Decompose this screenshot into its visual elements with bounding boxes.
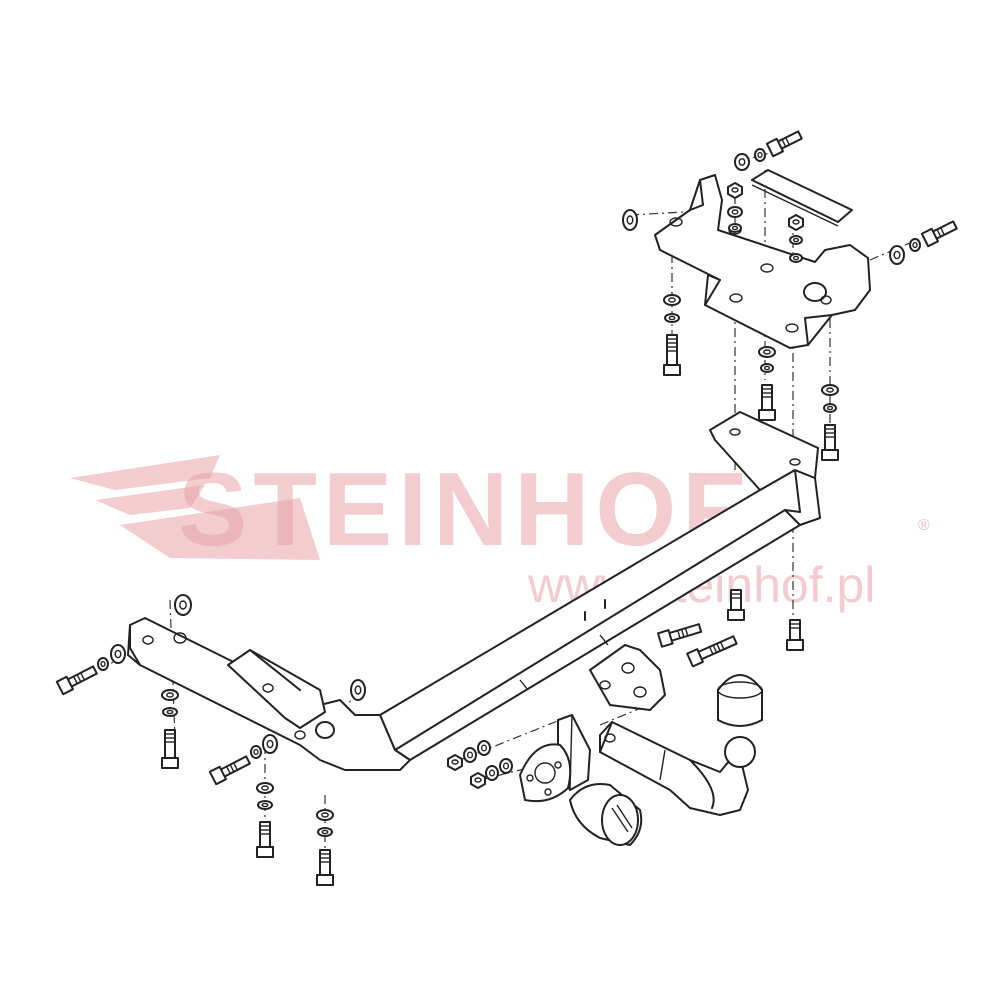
bolt-head bbox=[821, 449, 839, 461]
washer-hole bbox=[466, 751, 474, 759]
washer bbox=[499, 758, 513, 774]
steinhof-logo-swoosh bbox=[70, 455, 320, 560]
bolt-head bbox=[727, 609, 745, 621]
washer-hole bbox=[354, 685, 362, 695]
nut-hole bbox=[474, 777, 482, 783]
washer-hole bbox=[668, 297, 676, 303]
washer bbox=[664, 313, 680, 323]
washer-hole bbox=[792, 237, 800, 243]
nut-hole bbox=[792, 219, 800, 225]
washer bbox=[317, 827, 333, 837]
washer-hole bbox=[114, 649, 122, 659]
washer bbox=[463, 747, 477, 763]
bolt bbox=[55, 665, 98, 696]
washer bbox=[727, 206, 743, 218]
washer-hole bbox=[826, 405, 834, 411]
bolt-head bbox=[786, 639, 804, 651]
washer bbox=[734, 153, 750, 171]
right-mounting-bracket bbox=[654, 169, 871, 349]
washer-hole bbox=[757, 151, 763, 159]
washer bbox=[174, 594, 192, 616]
washer bbox=[760, 363, 774, 373]
nut bbox=[470, 772, 486, 789]
socket-face-plate bbox=[519, 743, 572, 803]
bolt-head bbox=[663, 364, 681, 376]
washer-hole bbox=[480, 744, 488, 752]
washer bbox=[256, 782, 274, 794]
washer bbox=[889, 245, 905, 265]
washer bbox=[162, 707, 178, 717]
bolt-head bbox=[256, 846, 274, 858]
washer bbox=[316, 809, 334, 821]
washer-hole bbox=[266, 739, 274, 749]
washer-hole bbox=[166, 709, 174, 715]
washer bbox=[823, 403, 837, 413]
watermark-registered-mark: ® bbox=[918, 517, 930, 534]
washer-hole bbox=[763, 349, 771, 355]
washer-hole bbox=[321, 829, 329, 835]
nut bbox=[727, 182, 743, 199]
washer-hole bbox=[893, 250, 901, 260]
bolt-head bbox=[758, 409, 776, 421]
washer-hole bbox=[488, 769, 496, 777]
washer-hole bbox=[179, 600, 187, 610]
left-side-arm bbox=[127, 617, 411, 771]
washer-hole bbox=[253, 748, 259, 756]
washer bbox=[758, 346, 776, 358]
washer bbox=[754, 148, 766, 162]
tow-ball bbox=[724, 736, 756, 768]
washer-hole bbox=[166, 692, 174, 698]
washer bbox=[728, 223, 742, 233]
washer-hole bbox=[261, 802, 269, 808]
washer-hole bbox=[792, 255, 800, 261]
washer bbox=[257, 800, 273, 810]
washer bbox=[909, 238, 921, 252]
nut bbox=[447, 754, 463, 771]
washer-hole bbox=[738, 158, 746, 166]
washer-hole bbox=[626, 215, 634, 225]
washer bbox=[622, 209, 638, 231]
washer bbox=[477, 740, 491, 756]
washer bbox=[485, 765, 499, 781]
tow-ball-mount bbox=[589, 644, 763, 816]
washer bbox=[821, 384, 839, 396]
washer-hole bbox=[912, 241, 918, 249]
washer bbox=[663, 294, 681, 306]
washer bbox=[789, 235, 803, 245]
bolt bbox=[656, 623, 703, 648]
washer-hole bbox=[502, 762, 510, 770]
nut-hole bbox=[451, 759, 459, 765]
washer bbox=[262, 734, 278, 754]
washer bbox=[250, 745, 262, 759]
bolt bbox=[208, 755, 251, 786]
washer-hole bbox=[763, 365, 771, 371]
nut-hole bbox=[731, 187, 739, 193]
washer-hole bbox=[731, 225, 739, 231]
bolt bbox=[686, 635, 738, 668]
washer-hole bbox=[826, 387, 834, 393]
bolt-head bbox=[161, 757, 179, 769]
washer bbox=[161, 689, 179, 701]
electrical-socket-assembly bbox=[519, 714, 643, 846]
fasteners bbox=[55, 130, 958, 886]
washer-hole bbox=[668, 315, 676, 321]
washer-hole bbox=[100, 660, 106, 668]
bolt bbox=[789, 619, 801, 641]
tow-ball-cap bbox=[717, 674, 763, 727]
washer bbox=[350, 679, 366, 701]
bolt bbox=[730, 589, 742, 611]
bolt bbox=[920, 220, 958, 248]
watermark-brand-text: STEINHOF bbox=[178, 452, 752, 568]
washer-hole bbox=[261, 785, 269, 791]
washer bbox=[97, 657, 109, 671]
washer-hole bbox=[731, 209, 739, 215]
washer bbox=[110, 644, 126, 664]
washer-hole bbox=[321, 812, 329, 818]
washer bbox=[789, 253, 803, 263]
nut bbox=[788, 214, 804, 231]
bolt-head bbox=[316, 874, 334, 886]
bolt bbox=[765, 130, 803, 158]
